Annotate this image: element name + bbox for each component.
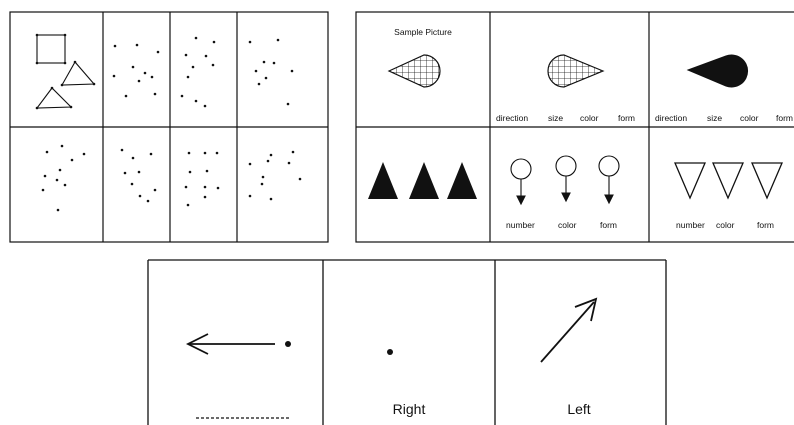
balloon-circle: [511, 159, 531, 179]
label-left: Left: [567, 401, 590, 417]
triangle-black: [447, 162, 477, 199]
triangle-shape: [37, 88, 71, 108]
dot-pattern-3: [249, 39, 294, 106]
label-color: color: [580, 113, 599, 123]
triangle-outline-down: [675, 163, 705, 198]
panel-a-dot-grid: [10, 12, 328, 242]
row2-cell3-labels: number color form: [676, 220, 774, 230]
label-direction: direction: [655, 113, 687, 123]
dot-pattern-4: [42, 145, 86, 212]
sample-teardrop-hatched: [389, 55, 440, 87]
inverted-triangles: [675, 163, 782, 198]
teardrop-hatched-right: [548, 55, 603, 87]
label-size: size: [707, 113, 722, 123]
label-form: form: [600, 220, 617, 230]
triangle-shape: [62, 62, 94, 85]
black-triangles: [368, 162, 477, 199]
panel-b-figure-matching: Sample Picture direction size color form…: [356, 12, 794, 242]
row1-cell2-labels: direction size color form: [496, 113, 635, 123]
dot-pattern-6: [185, 152, 220, 207]
label-form: form: [618, 113, 635, 123]
panel-c-direction-task: Right Left: [148, 260, 666, 425]
dot-only-cell: Right: [387, 349, 425, 417]
triangle-black: [368, 162, 398, 199]
row2-cell2-labels: number color form: [506, 220, 617, 230]
label-color: color: [558, 220, 577, 230]
dot-pattern-7: [249, 151, 302, 201]
sample-shapes: [37, 35, 94, 108]
label-right: Right: [393, 401, 426, 417]
triangle-outline-down: [713, 163, 743, 198]
label-direction: direction: [496, 113, 528, 123]
square-shape: [37, 35, 65, 63]
target-dot: [285, 341, 291, 347]
label-number: number: [676, 220, 705, 230]
label-size: size: [548, 113, 563, 123]
row1-cell3-labels: direction size color form: [655, 113, 793, 123]
sample-picture-title: Sample Picture: [394, 27, 452, 37]
balloon-circle: [556, 156, 576, 176]
dot-pattern-5: [121, 149, 157, 203]
label-color: color: [740, 113, 759, 123]
teardrop-black-left: [688, 55, 748, 87]
label-form: form: [776, 113, 793, 123]
label-number: number: [506, 220, 535, 230]
label-color: color: [716, 220, 735, 230]
arrow-diagonal-shaft: [541, 302, 594, 362]
dot-pattern-2: [181, 37, 216, 108]
balloon-circle: [599, 156, 619, 176]
triangle-black: [409, 162, 439, 199]
label-form: form: [757, 220, 774, 230]
triangle-outline-down: [752, 163, 782, 198]
diagonal-arrow-cell: Left: [541, 299, 596, 417]
balloon-arrows: [511, 156, 619, 204]
dot-pattern-1: [113, 44, 160, 98]
target-dot: [387, 349, 393, 355]
left-arrow-cell: [188, 334, 291, 418]
